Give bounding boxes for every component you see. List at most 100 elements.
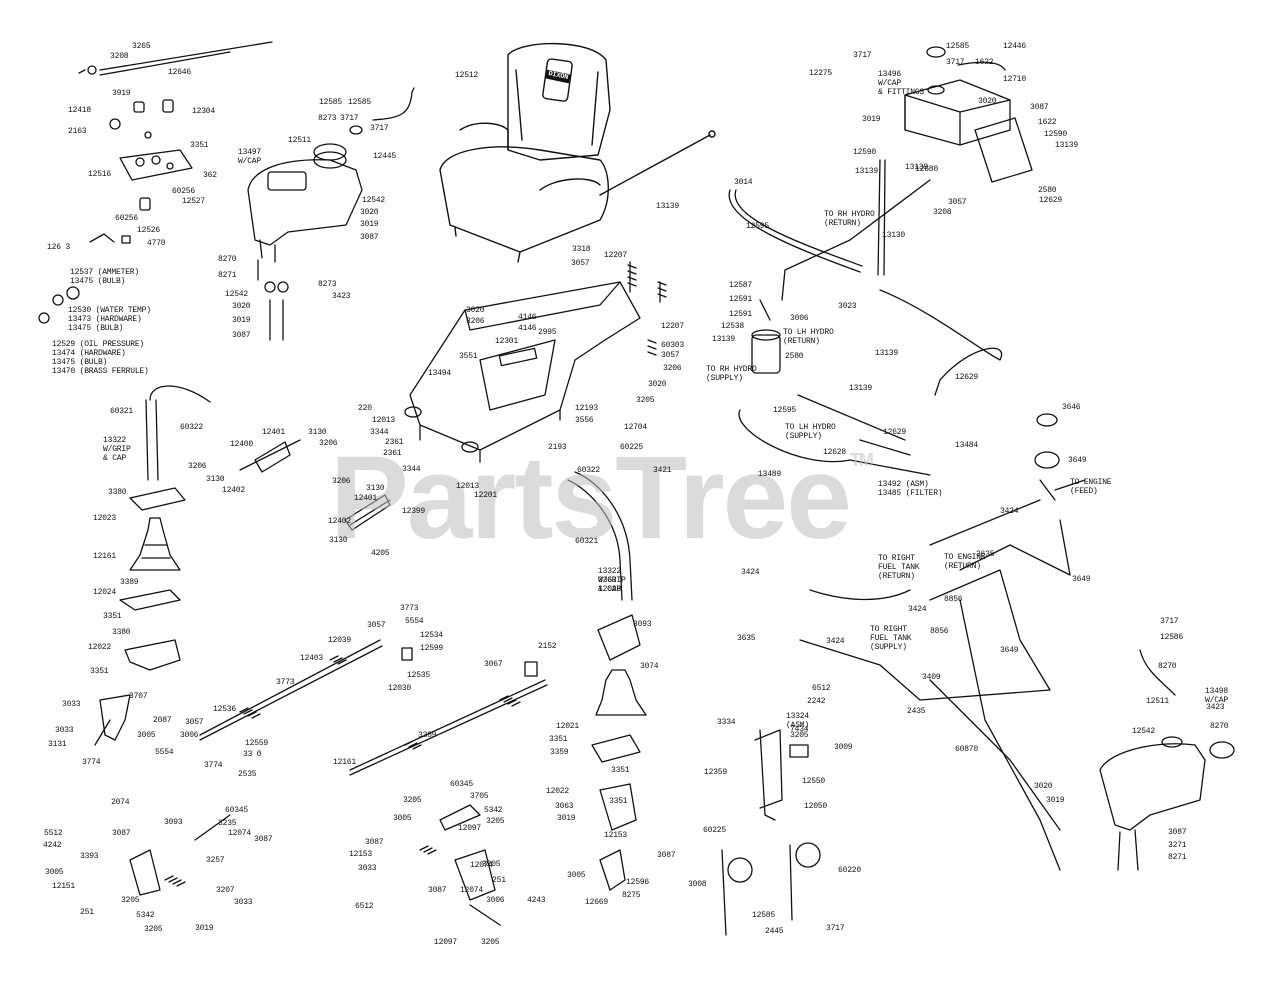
part-label: 3424 (826, 637, 845, 646)
part-label: 12074 (470, 861, 494, 870)
part-label: 13498 W/CAP (1205, 687, 1229, 705)
part-label: 3421 (653, 466, 672, 475)
part-label: 12153 (349, 850, 373, 859)
part-label: TO ENGINE (RETURN) (944, 553, 986, 571)
part-label: 3206 (319, 439, 338, 448)
part-label: 13130 (882, 231, 906, 240)
part-label: 2580 (785, 352, 804, 361)
part-label: 12669 (585, 898, 609, 907)
part-label: 2995 (538, 328, 557, 337)
part-label: 3717 (946, 58, 965, 67)
part-label: 3020 (978, 97, 997, 106)
part-label: 60870 (955, 745, 979, 754)
part-label: 3205 (403, 796, 422, 805)
part-label: 6512 (812, 684, 831, 693)
part-label: 12193 (575, 404, 599, 413)
part-label: 3774 (204, 761, 223, 770)
part-label: 1622 (1038, 118, 1057, 127)
part-label: 3009 (834, 743, 853, 752)
part-label: 3005 (567, 871, 586, 880)
part-label: 12511 (288, 136, 312, 145)
part-label: 3351 (609, 797, 628, 806)
part-label: 5512 (44, 829, 63, 838)
part-label: 3020 (232, 302, 251, 311)
part-label: 12161 (93, 552, 117, 561)
part-label: 13475 (BULB) (52, 358, 108, 367)
part-label: 8271 (1168, 853, 1187, 862)
part-label: 60322 (577, 466, 601, 475)
part-label: 12401 (262, 428, 286, 437)
part-label: 12595 (773, 406, 797, 415)
part-label: 3705 (470, 792, 489, 801)
part-label: 7434 (790, 725, 809, 734)
part-label: 3717 (1160, 617, 1179, 626)
part-label: 12536 (213, 705, 237, 714)
part-label: 8271 (218, 271, 237, 280)
part-label: 4205 (371, 549, 390, 558)
part-label: 3351 (549, 735, 568, 744)
watermark-trademark: TM (849, 450, 874, 470)
part-label: 12542 (1132, 727, 1156, 736)
part-label: 6512 (355, 902, 374, 911)
fuel-lines (799, 499, 1071, 871)
harness-assembly (78, 41, 273, 76)
part-label: 4146 (518, 313, 537, 322)
part-label: 12585 (752, 911, 776, 920)
part-label: 3057 (571, 259, 590, 268)
part-label: 3057 (367, 621, 386, 630)
left-steering-lever (119, 385, 211, 671)
watermark-text: PartsTree (330, 432, 852, 564)
part-label: 8856 (944, 595, 963, 604)
part-label: 3257 (206, 856, 225, 865)
part-label: 12550 (802, 777, 826, 786)
part-label: 3206 (188, 462, 207, 471)
part-label: 60321 (110, 407, 134, 416)
part-label: 3423 (332, 292, 351, 301)
part-label: 12050 (804, 802, 828, 811)
hydraulic-lines (728, 159, 1003, 476)
part-label: 3019 (195, 924, 214, 933)
part-label: 3074 (640, 662, 659, 671)
part-label: 12530 (WATER TEMP) (68, 306, 151, 315)
part-label: 3093 (633, 620, 652, 629)
part-label: 3773 (276, 678, 295, 687)
part-label: 3006 (790, 314, 809, 323)
part-label: 3130 (329, 536, 348, 545)
instrument-panel (38, 99, 193, 324)
part-label: 12527 (182, 197, 206, 206)
part-label: 12275 (809, 69, 833, 78)
part-label: 12629 (883, 428, 907, 437)
part-label: 3019 (862, 115, 881, 124)
part-label: 3717 (370, 124, 389, 133)
part-label: 3087 (428, 886, 447, 895)
part-label: 3033 (358, 864, 377, 873)
part-label: 12446 (1003, 42, 1027, 51)
part-label: 3318 (572, 245, 591, 254)
part-label: 13139 (656, 202, 680, 211)
part-label: 5554 (405, 617, 424, 626)
part-label: 3057 (661, 351, 680, 360)
part-label: TO ENGINE (FEED) (1070, 478, 1112, 496)
part-label: 12511 (1146, 697, 1170, 706)
part-label: 3235 (218, 819, 237, 828)
part-label: 13475 (BULB) (68, 324, 124, 333)
part-label: 2445 (765, 927, 784, 936)
part-label: 12599 (420, 644, 444, 653)
part-label: 12587 (729, 281, 753, 290)
part-label: 3551 (459, 352, 478, 361)
part-label: 2193 (548, 443, 567, 452)
part-label: 8270 (218, 255, 237, 264)
part-label: 3205 (121, 896, 140, 905)
part-label: 3131 (48, 740, 67, 749)
part-label: 13497 W/CAP (238, 148, 262, 166)
part-label: 33 0 (243, 750, 262, 759)
part-label: 60303 (661, 341, 685, 350)
part-label: 12023 (93, 514, 117, 523)
part-label: 3351 (90, 667, 109, 676)
part-label: 3006 (486, 896, 505, 905)
part-label: 12022 (88, 643, 112, 652)
part-label: 3707 (129, 692, 148, 701)
part-label: 3265 (132, 42, 151, 51)
part-label: 3206 (466, 317, 485, 326)
